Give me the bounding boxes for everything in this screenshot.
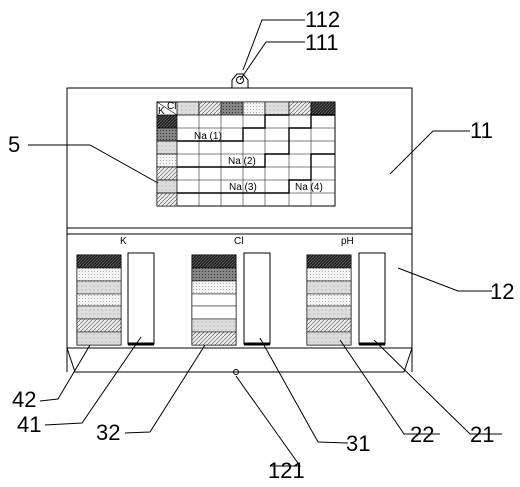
ref-42: 42 <box>12 387 36 412</box>
reference-numerals: 112 111 5 11 12 42 41 32 121 31 22 21 <box>8 7 514 483</box>
hole-121 <box>233 369 239 375</box>
k-strip-group: K <box>76 236 155 346</box>
ref-41: 41 <box>17 412 41 437</box>
ref-32: 32 <box>96 420 120 445</box>
ref-11: 11 <box>470 118 493 143</box>
ref-112: 112 <box>305 7 340 32</box>
lid-panel <box>66 87 413 229</box>
leader-lines <box>28 19 502 467</box>
ref-22: 22 <box>410 422 434 447</box>
color-chart: K Cl Na (1) Na (2) Na (3) Na (4) <box>156 101 336 207</box>
na2-label: Na (2) <box>228 156 256 167</box>
cl-test-strip <box>243 252 271 345</box>
device-case <box>66 87 413 375</box>
cl-strip-group: Cl <box>191 236 271 346</box>
ref-31: 31 <box>346 431 370 456</box>
na4-label: Na (4) <box>295 182 323 193</box>
k-test-strip <box>127 252 155 345</box>
cl-label: Cl <box>234 236 243 247</box>
ref-111: 111 <box>305 30 338 55</box>
k-label: K <box>120 236 127 247</box>
pin-112 <box>236 76 244 84</box>
clip-111 <box>231 73 249 88</box>
ref-12: 12 <box>490 279 514 304</box>
ph-test-strip <box>358 252 386 345</box>
ref-5: 5 <box>8 132 20 157</box>
na1-label: Na (1) <box>194 131 222 142</box>
na3-label: Na (3) <box>229 182 257 193</box>
corner-cl-label: Cl <box>167 101 176 112</box>
ph-strip-group: pH <box>306 236 386 346</box>
ph-label: pH <box>341 236 354 247</box>
corner-k-label: K <box>158 106 165 117</box>
ref-21: 21 <box>470 422 494 447</box>
ref-121: 121 <box>268 458 305 483</box>
